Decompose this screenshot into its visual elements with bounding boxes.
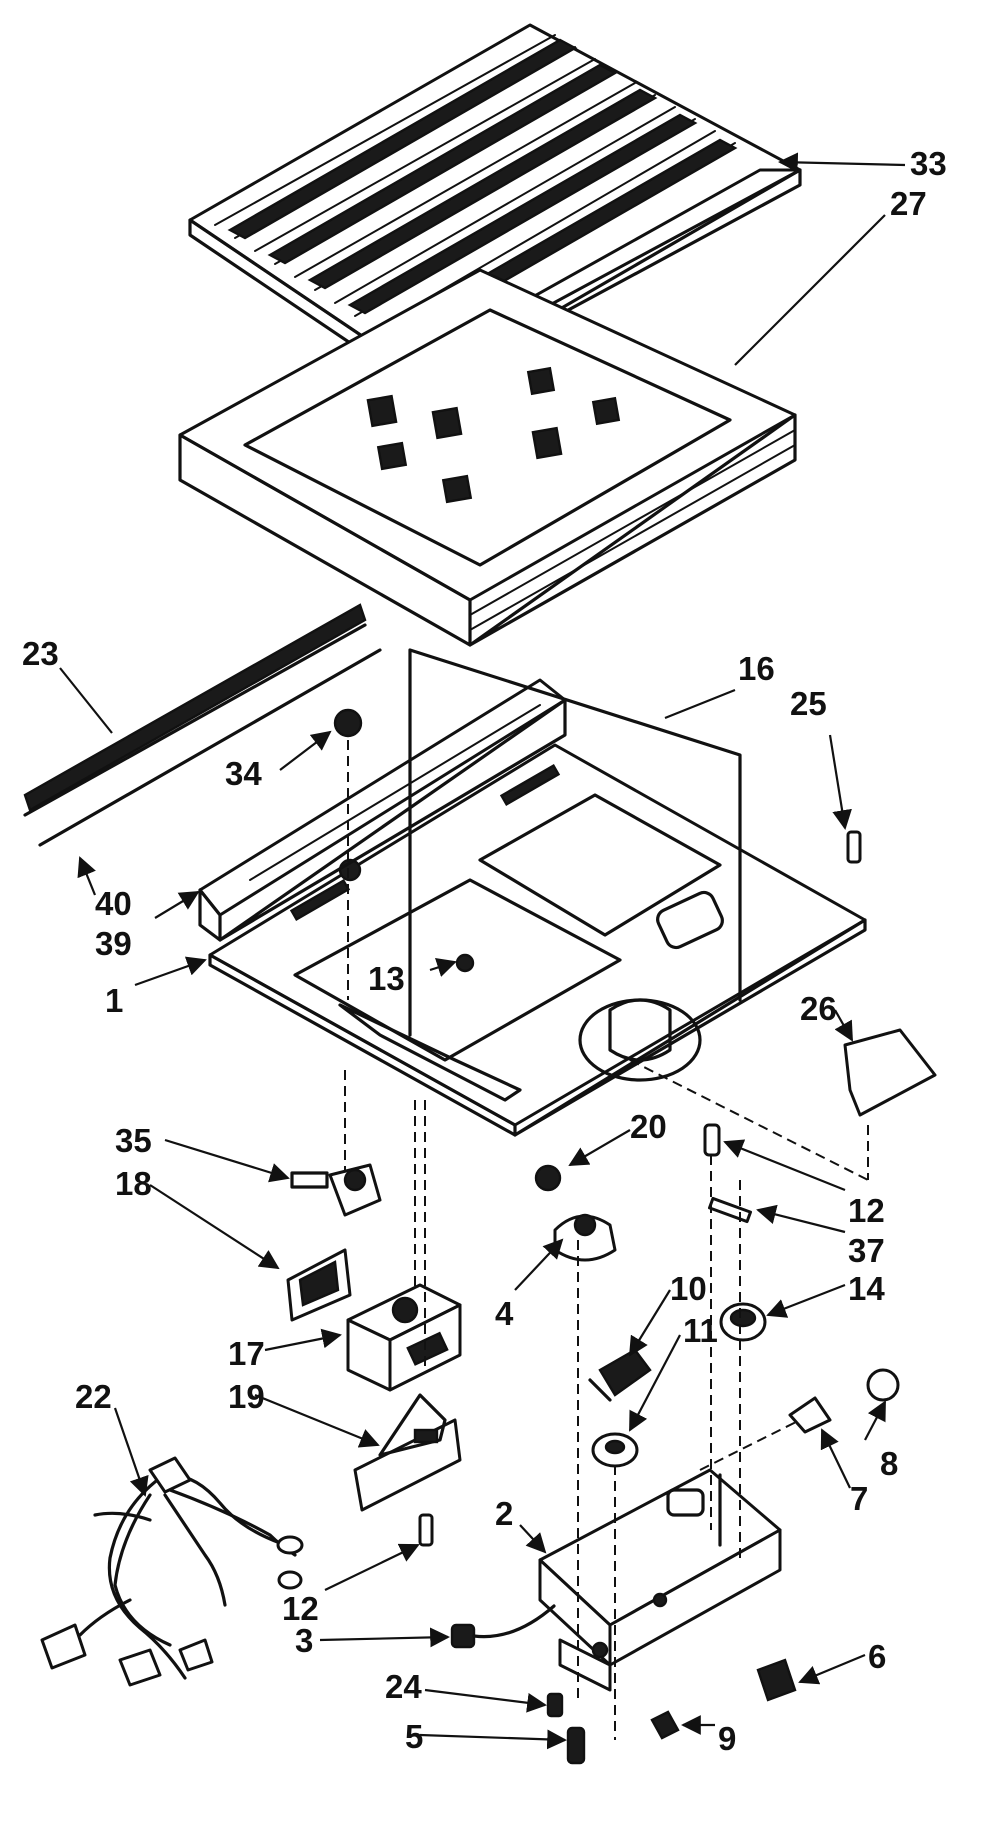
part-35-thermostat	[290, 1163, 382, 1217]
part-7-clip	[788, 1396, 832, 1434]
callout-10: 10	[670, 1270, 707, 1307]
callout-19: 19	[228, 1378, 265, 1415]
part-8-bulb	[866, 1368, 900, 1402]
part-5-bolt	[566, 1726, 586, 1765]
part-16-tube	[408, 648, 742, 1037]
callout-12-lower: 12	[282, 1590, 319, 1627]
callout-23: 23	[22, 635, 59, 672]
callout-6: 6	[868, 1638, 886, 1675]
part-40-rod	[38, 648, 382, 847]
callout-17: 17	[228, 1335, 265, 1372]
part-4-mount	[553, 1213, 617, 1262]
part-14-grommet	[719, 1302, 767, 1342]
callout-39: 39	[95, 925, 132, 962]
part-22-wire-harness	[40, 1456, 304, 1687]
callout-4: 4	[495, 1295, 514, 1332]
part-1-main-plate	[208, 743, 867, 1137]
part-37-clip	[707, 1196, 753, 1224]
callout-24: 24	[385, 1668, 422, 1705]
callout-8: 8	[880, 1445, 898, 1482]
callout-35: 35	[115, 1122, 152, 1159]
callout-37: 37	[848, 1232, 885, 1269]
part-23-strip	[23, 603, 367, 817]
callout-5: 5	[405, 1718, 423, 1755]
callout-33: 33	[910, 145, 947, 182]
part-12-screw-upper	[703, 1123, 721, 1157]
part-11-washer	[591, 1432, 639, 1468]
leader-lines	[59, 152, 906, 1750]
part-6-cap	[756, 1658, 797, 1702]
part-25-screw	[846, 830, 862, 864]
part-24-screw	[546, 1692, 564, 1718]
callout-11: 11	[683, 1312, 718, 1349]
callout-16: 16	[738, 650, 775, 687]
callout-22: 22	[75, 1378, 112, 1415]
part-12-screw-lower	[418, 1513, 434, 1547]
callout-26: 26	[800, 990, 837, 1027]
callout-14: 14	[848, 1270, 885, 1307]
callout-1: 1	[105, 982, 123, 1019]
part-34-nut	[333, 708, 363, 738]
callout-34: 34	[225, 755, 262, 792]
callout-12-upper: 12	[848, 1192, 885, 1229]
part-19-housing	[353, 1393, 462, 1512]
part-18-bracket	[286, 1248, 352, 1322]
part-2-base-bracket	[538, 1468, 782, 1692]
callout-labels: 33 27 23 16 25 34 40 39 1 13 26 35 20 18…	[22, 145, 947, 1757]
part-17-control-box	[346, 1283, 462, 1392]
part-10-relay	[588, 1348, 652, 1402]
callout-3: 3	[295, 1622, 313, 1659]
part-26-cover	[843, 1028, 937, 1117]
part-9-nut	[650, 1710, 680, 1740]
callout-18: 18	[115, 1165, 152, 1202]
callout-40: 40	[95, 885, 132, 922]
callout-9: 9	[718, 1720, 736, 1757]
assembly-lines	[344, 740, 869, 1740]
callout-7: 7	[850, 1480, 868, 1517]
callout-13: 13	[368, 960, 405, 997]
callout-20: 20	[630, 1108, 667, 1145]
part-3-connector	[450, 1604, 556, 1649]
callout-27: 27	[890, 185, 927, 222]
callout-25: 25	[790, 685, 827, 722]
callout-2: 2	[495, 1495, 513, 1532]
part-27-frame	[178, 268, 797, 647]
part-20-spring	[534, 1164, 562, 1192]
